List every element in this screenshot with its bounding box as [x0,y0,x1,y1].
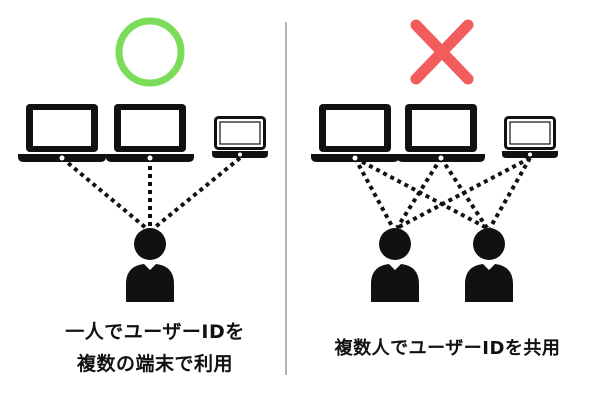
connection-line [395,156,443,230]
connection-line [353,157,395,229]
tablet-icon [500,116,560,160]
laptop-icon [106,104,194,162]
left-connections [60,156,242,230]
tablet-icon [210,116,270,160]
circle-ok-icon [115,17,185,87]
connection-line [488,157,532,229]
cross-ng-icon [410,19,474,85]
right-connections [353,156,532,230]
connection-line [60,156,148,230]
person-icon [465,228,513,302]
person-icon [371,228,419,302]
left-caption-line-1: 一人でユーザーIDを [65,321,245,343]
laptop-icon [311,104,399,162]
right-caption: 複数人でユーザーIDを共用 [334,338,561,359]
left-caption-line-2: 複数の端末で利用 [76,353,233,375]
laptop-icon [18,104,106,162]
connection-line [152,156,242,230]
person-icon [126,228,174,302]
connection-line [396,156,531,230]
laptop-icon [397,104,485,162]
left-caption: 一人でユーザーIDを 複数の端末で利用 [20,316,290,380]
